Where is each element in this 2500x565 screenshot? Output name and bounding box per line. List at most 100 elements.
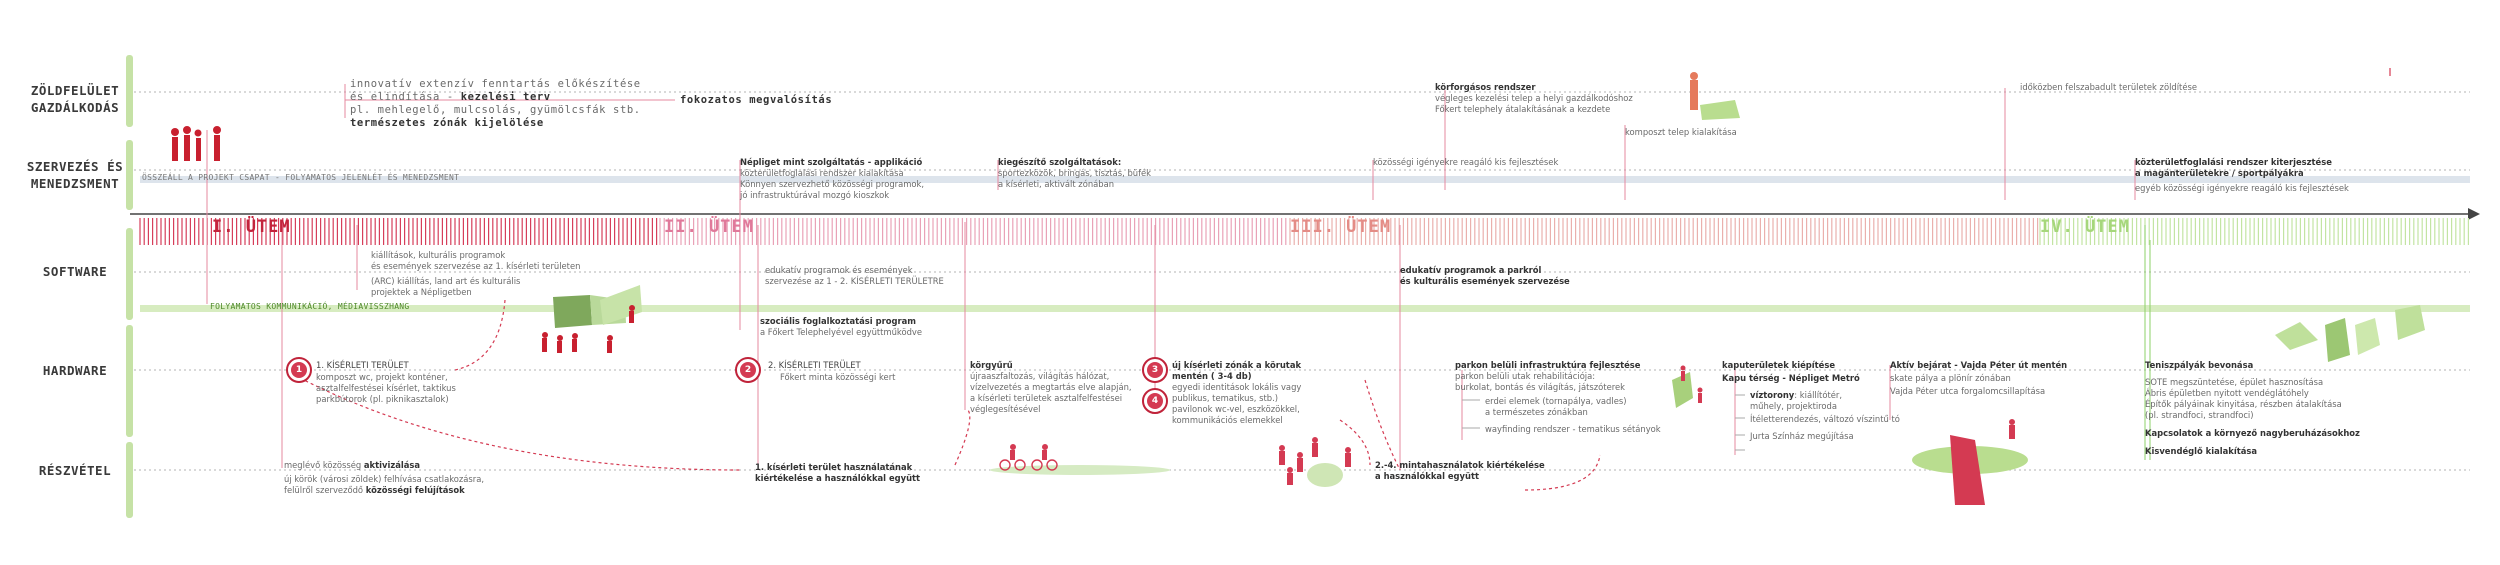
hard-infra-line4: erdei elemek (tornapálya, vadles) bbox=[1485, 396, 1627, 406]
hard-zones-line5: pavilonok wc-vel, eszközökkel, bbox=[1172, 404, 1300, 414]
hard-infra-line2: parkon belüli utak rehabilitációja: bbox=[1455, 371, 1596, 381]
zold-korforgasos-line3: Főkert telephely átalakításának a kezdet… bbox=[1435, 104, 1611, 114]
resz-uj-korok: új körök (városi zöldek) felhívása csatl… bbox=[284, 474, 485, 484]
hard-site1-line3: parkbútorok (pl. piknikasztalok) bbox=[316, 394, 449, 404]
hard-korgyuru-line5: véglegesítésével bbox=[970, 404, 1041, 414]
row-bar-reszvetel bbox=[126, 442, 133, 518]
hard-infra-line6: wayfinding rendszer - tematikus sétányok bbox=[1485, 424, 1661, 434]
hard-tenisz-line5: (pl. strandfoci, strandfoci) bbox=[2145, 410, 2254, 420]
management-band bbox=[140, 176, 2470, 183]
hard-social-line2: a Főkert Telephelyével együttműködve bbox=[760, 327, 923, 337]
site-marker-1: 1 bbox=[286, 357, 312, 383]
zold-extenziv-line2: és elindítása - kezelési terv bbox=[350, 91, 551, 103]
pavilion-people-illustration bbox=[1279, 437, 1351, 487]
zold-fokozatos: fokozatos megvalósítás bbox=[680, 94, 833, 106]
hard-zones-line2: mentén ( 3-4 db) bbox=[1172, 371, 1252, 381]
phase-label-2: II. ÜTEM bbox=[664, 217, 754, 237]
hard-zones-line6: kommunikációs elemekkel bbox=[1172, 415, 1283, 425]
management-band-label: ÖSSZEÁLL A PROJEKT CSAPAT - FOLYAMATOS J… bbox=[142, 173, 460, 182]
skate-illustration bbox=[1912, 419, 2028, 505]
hard-kapu-line5: Ítéletterendezés, változó víszintű tó bbox=[1750, 414, 1900, 424]
hard-site1-title: 1. KÍSÉRLETI TERÜLET bbox=[316, 360, 409, 370]
soft-park-title: edukatív programok a parkról bbox=[1400, 265, 1542, 275]
resz-aktivizalas: meglévő közösség aktivizálása bbox=[284, 460, 421, 470]
soft-park-line2: és kulturális események szervezése bbox=[1400, 276, 1570, 286]
row-label-hardware: HARDWARE bbox=[42, 363, 108, 378]
hard-infra-line3: burkolat, bontás és világítás, játszóter… bbox=[1455, 382, 1625, 392]
soft-kiallitasok-line3: (ARC) kiállítás, land art és kulturális bbox=[371, 276, 521, 286]
hard-kapu-title: kaputerületek kiépítése bbox=[1722, 360, 1836, 370]
szerv-kiegeszito-line3: a kísérleti, aktivált zónában bbox=[998, 179, 1115, 189]
szerv-kiterjesztes-line3: egyéb közösségi igényekre reagáló kis fe… bbox=[2135, 183, 2349, 193]
row-bar-hardware bbox=[126, 325, 133, 437]
row-label-reszvetel: RÉSZVÉTEL bbox=[38, 463, 112, 478]
cyclists-illustration bbox=[990, 444, 1170, 475]
soft-edukativ-line1: edukatív programok és események bbox=[765, 265, 913, 275]
wayfinding-illustration bbox=[1672, 365, 1703, 408]
flow-arrows bbox=[299, 299, 1601, 491]
hard-zones-line3: egyedi identitások lokális vagy bbox=[1172, 382, 1302, 392]
green-connector-lines bbox=[2144, 225, 2151, 460]
szerv-kiterjesztes-title: közterületfoglalási rendszer kiterjeszté… bbox=[2135, 157, 2332, 167]
soft-edukativ-line2: szervezése az 1 - 2. KÍSÉRLETI TERÜLETRE bbox=[765, 276, 944, 286]
communication-band-label: FOLYAMATOS KOMMUNIKÁCIÓ, MÉDIAVISSZHANG bbox=[210, 302, 410, 311]
zold-korforgasos-title: körforgásos rendszer bbox=[1435, 82, 1536, 92]
zold-felszabadult: időközben felszabadult területek zöldíté… bbox=[2020, 82, 2197, 92]
row-label-software: SOFTWARE bbox=[42, 264, 108, 279]
grey-connector-lines bbox=[1462, 394, 1745, 451]
resz-kiertekeles1-line2: kiértékelése a használókkal együtt bbox=[755, 473, 921, 483]
resz-felujitasok: felülről szerveződő közösségi felújításo… bbox=[284, 485, 465, 495]
hard-kisvendeglo: Kisvendéglő kialakítása bbox=[2145, 446, 2258, 456]
hard-kapcsolatok: Kapcsolatok a környező nagyberuházásokho… bbox=[2145, 428, 2360, 438]
row-bar-zoldfelulet bbox=[126, 55, 133, 127]
resz-kiertekeles2-line2: a használókkal együtt bbox=[1375, 471, 1479, 481]
hard-kapu-line3: víztorony: kiállítótér, bbox=[1750, 390, 1843, 400]
communication-band bbox=[140, 305, 2470, 312]
team-figures bbox=[171, 126, 221, 161]
szerv-kis-fejlesztesek: közösségi igényekre reagáló kis fejleszt… bbox=[1373, 157, 1559, 167]
szerv-app-line3: Könnyen szervezhető közösségi programok, bbox=[740, 179, 925, 189]
hard-vajda-title: Aktív bejárat - Vajda Péter út mentén bbox=[1890, 360, 2068, 370]
hard-tenisz-line3: Ábris épületben nyitott vendéglátóhely bbox=[2145, 388, 2309, 398]
time-axis-arrow bbox=[2468, 208, 2480, 220]
tennis-illustration bbox=[2275, 305, 2425, 362]
farm-illustration bbox=[1690, 72, 1740, 120]
hard-site1-line2: asztalfelfestései kísérlet, taktikus bbox=[316, 383, 456, 393]
hard-tenisz-line4: Építők pályáinak kinyitása, részben átal… bbox=[2145, 399, 2342, 409]
phase-label-1: I. ÜTEM bbox=[212, 217, 291, 237]
resz-kiertekeles2-line1: 2.-4. mintahasználatok kiértékelése bbox=[1375, 460, 1545, 470]
hard-site1-line1: komposzt wc, projekt konténer, bbox=[316, 372, 448, 382]
site-marker-2: 2 bbox=[735, 357, 761, 383]
hard-kapu-line6: Jurta Színház megújítása bbox=[1750, 431, 1854, 441]
szerv-kiterjesztes-line2: a magánterületekre / sportpályákra bbox=[2135, 168, 2304, 178]
resz-kiertekeles1-line1: 1. kísérleti terület használatának bbox=[755, 462, 913, 472]
soft-kiallitasok-line2: és események szervezése az 1. kísérleti … bbox=[371, 261, 581, 271]
hard-korgyuru-line2: újraaszfaltozás, világítás hálózat, bbox=[970, 371, 1110, 381]
hard-korgyuru-line3: vízelvezetés a megtartás elve alapján, bbox=[970, 382, 1132, 392]
phase-hatch-band bbox=[139, 218, 2469, 245]
szerv-app-line4: jó infrastruktúrával mozgó kioszkok bbox=[740, 190, 890, 200]
szerv-kiegeszito-title: kiegészítő szolgáltatások: bbox=[998, 157, 1122, 167]
row-bar-software bbox=[126, 228, 133, 320]
container-illustration bbox=[542, 285, 642, 353]
hard-social-title: szociális foglalkoztatási program bbox=[760, 316, 916, 326]
hard-tenisz-title: Teniszpályák bevonása bbox=[2145, 360, 2254, 370]
hard-kapu-line2: Kapu térség - Népliget Metró bbox=[1722, 373, 1860, 383]
szerv-app-title: Népliget mint szolgáltatás - applikáció bbox=[740, 157, 923, 167]
szerv-kiegeszito-line2: sportezközök, bringás, tisztás, büfék bbox=[998, 168, 1152, 178]
zold-extenziv-line3: pl. mehlegelő, mulcsolás, gyümölcsfák st… bbox=[350, 104, 641, 116]
soft-kiallitasok-line4: projektek a Népligetben bbox=[371, 287, 472, 297]
hard-vajda-line2: skate pálya a plönír zónában bbox=[1890, 373, 2011, 383]
row-bar-szervezes bbox=[126, 140, 133, 210]
row-guide-lines bbox=[134, 91, 2470, 471]
hard-infra-line5: a természetes zónákban bbox=[1485, 407, 1588, 417]
hard-korgyuru-line4: a kísérleti területek asztalfelfestései bbox=[970, 393, 1123, 403]
site-marker-3: 3 bbox=[1142, 357, 1168, 383]
hard-zones-title: új kísérleti zónák a körutak bbox=[1172, 360, 1302, 370]
hard-korgyuru-title: körgyűrű bbox=[970, 360, 1013, 370]
hard-vajda-line3: Vajda Péter utca forgalomcsillapítása bbox=[1890, 386, 2046, 396]
site-marker-4: 4 bbox=[1142, 388, 1168, 414]
